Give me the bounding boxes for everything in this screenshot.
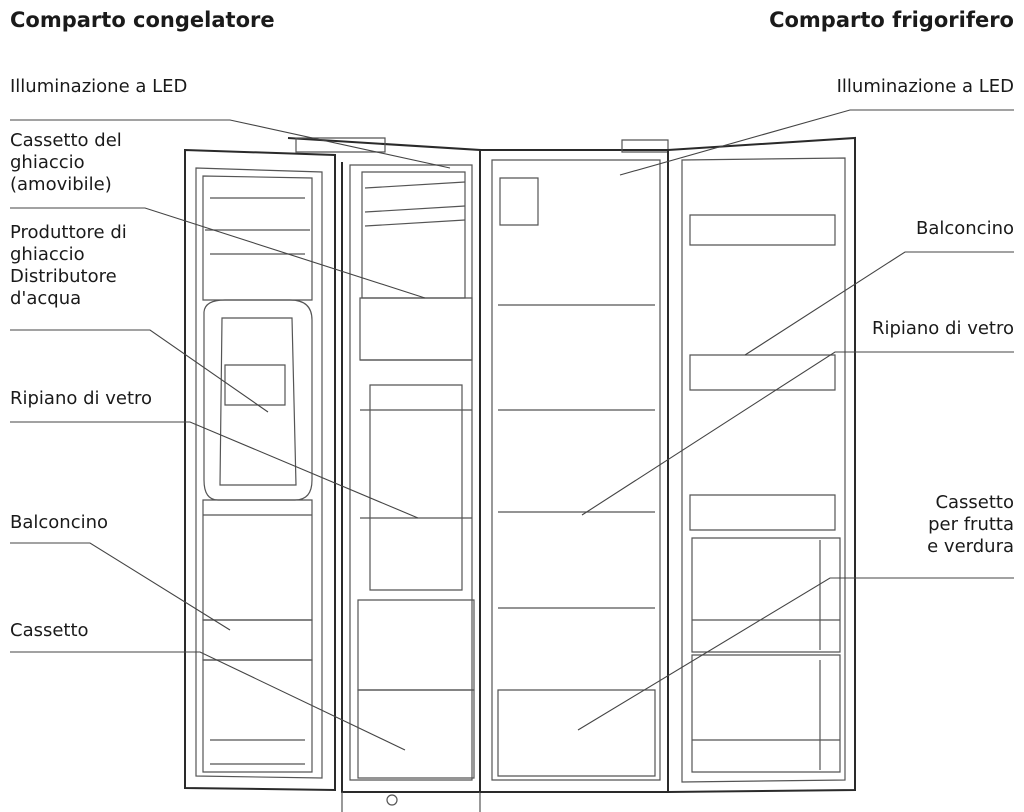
leader-ice-maker <box>10 329 269 413</box>
label-glass-shelf-right: Ripiano di vetro <box>871 318 1014 339</box>
leader-balcony-right <box>744 251 1014 356</box>
leader-led-right <box>619 109 1014 176</box>
freezer-door <box>184 148 336 792</box>
fridge-cabinet <box>480 139 669 793</box>
leader-balcony-left <box>10 542 231 631</box>
label-led-lighting-right: Illuminazione a LED <box>836 76 1014 97</box>
fridge-compartment-heading: Comparto frigorifero <box>769 8 1014 32</box>
fridge-door <box>667 136 856 794</box>
label-ice-maker-water-dispenser: Produttore di ghiaccio Distributore d'ac… <box>10 222 127 309</box>
label-balcony-right: Balconcino <box>915 218 1014 239</box>
leader-lines <box>10 109 1014 751</box>
leader-crisper <box>577 577 1014 731</box>
leader-drawer-left <box>10 651 406 751</box>
leader-led-left <box>10 119 451 169</box>
leader-glass-shelf-left <box>10 421 419 519</box>
refrigerator-drawing <box>184 136 856 812</box>
leader-glass-shelf-right <box>581 351 1014 516</box>
label-ice-drawer: Cassetto del ghiaccio (amovibile) <box>10 130 122 195</box>
label-balcony-left: Balconcino <box>10 512 109 533</box>
label-led-lighting-left: Illuminazione a LED <box>10 76 188 97</box>
leader-ice-drawer <box>10 207 426 299</box>
label-drawer-left: Cassetto <box>10 620 89 641</box>
label-crisper-drawer: Cassetto per frutta e verdura <box>927 492 1014 557</box>
label-glass-shelf-left: Ripiano di vetro <box>10 388 153 409</box>
freezer-compartment-heading: Comparto congelatore <box>10 8 275 32</box>
